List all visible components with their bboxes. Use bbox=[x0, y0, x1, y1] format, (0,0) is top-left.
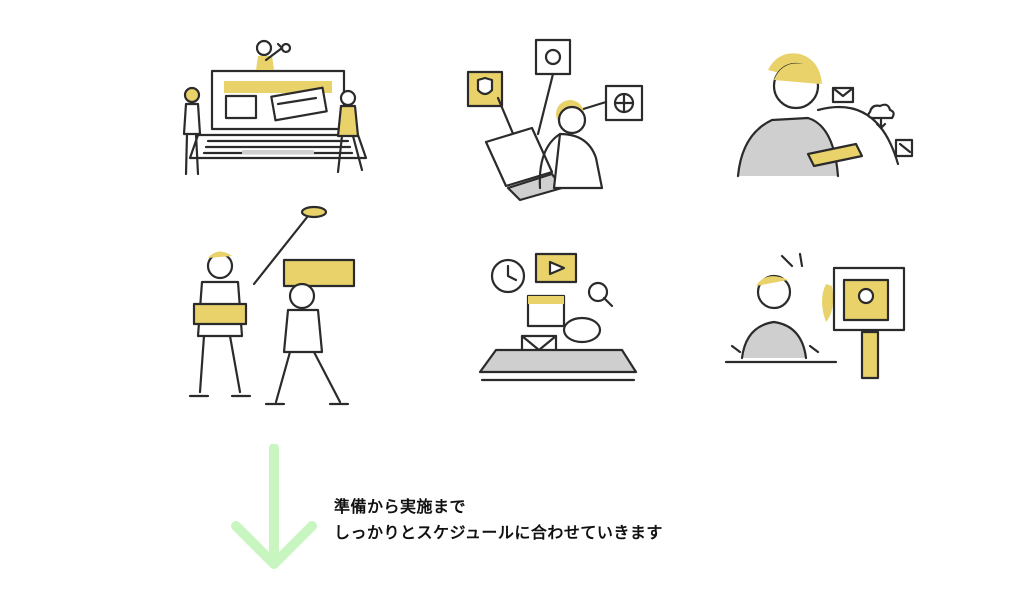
schedule-caption: 準備から実施まで しっかりとスケジュールに合わせていきます bbox=[334, 494, 754, 546]
livestream-camera-illustration bbox=[724, 250, 916, 380]
tablet-schedule-email-illustration bbox=[478, 250, 638, 386]
tablet-cloud-communication-illustration bbox=[736, 44, 918, 184]
film-crew-recording-illustration bbox=[180, 205, 370, 408]
arrow-down-icon bbox=[231, 444, 317, 569]
caption-line-1: 準備から実施まで bbox=[334, 497, 467, 516]
online-security-pc-illustration bbox=[466, 38, 648, 202]
caption-line-2: しっかりとスケジュールに合わせていきます bbox=[334, 523, 663, 542]
laptop-repair-team-illustration bbox=[178, 38, 383, 183]
